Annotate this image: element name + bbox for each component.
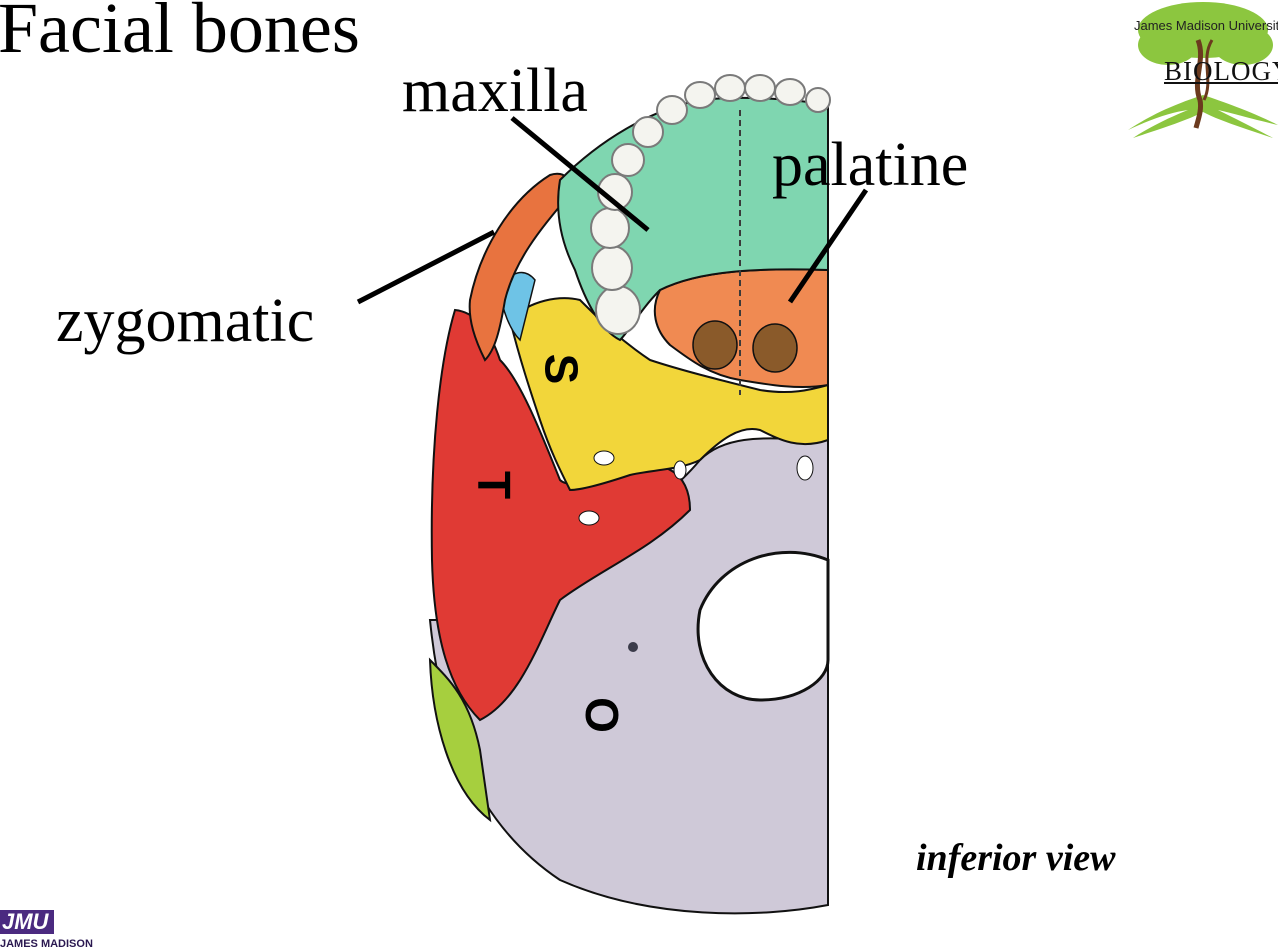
small-foramen-2 xyxy=(578,510,600,526)
small-foramen-1 xyxy=(593,450,615,466)
palatine-leader-line xyxy=(787,188,869,304)
label-palatine: palatine xyxy=(772,131,969,199)
small-foramen-5 xyxy=(628,642,638,652)
teeth-row xyxy=(590,74,831,335)
label-maxilla: maxilla xyxy=(402,57,588,125)
biology-logo-word: BIOLOGY xyxy=(1164,56,1278,86)
zygomatic-leader-line xyxy=(356,229,496,305)
sphenoid-bone xyxy=(508,297,829,492)
zygomatic-bone xyxy=(468,172,570,362)
palatine-foramen-right xyxy=(752,323,798,373)
tree-icon xyxy=(1128,2,1278,138)
foramen-magnum xyxy=(696,550,830,702)
temporal-bone xyxy=(430,308,692,722)
marker-sphenoid: S xyxy=(535,353,588,385)
jmu-logo-mark: JMU xyxy=(0,910,55,934)
palatine-foramen-left xyxy=(692,320,738,370)
small-foramen-4 xyxy=(796,455,814,481)
marker-occipital: O xyxy=(575,697,628,733)
biology-logo-university: James Madison University xyxy=(1134,18,1278,33)
marker-temporal: T xyxy=(468,470,521,500)
jmu-logo-name: JAMES MADISON xyxy=(0,938,93,950)
slide-title: Facial bones xyxy=(0,0,360,68)
maxilla-leader-line xyxy=(510,116,650,232)
view-caption: inferior view xyxy=(916,837,1116,879)
jmu-logo: JMU JAMES MADISON xyxy=(0,908,93,950)
biology-logo: James Madison University BIOLOGY xyxy=(1128,0,1278,140)
small-foramen-3 xyxy=(673,460,687,480)
label-zygomatic: zygomatic xyxy=(56,287,315,355)
parietal-bone xyxy=(428,657,492,823)
